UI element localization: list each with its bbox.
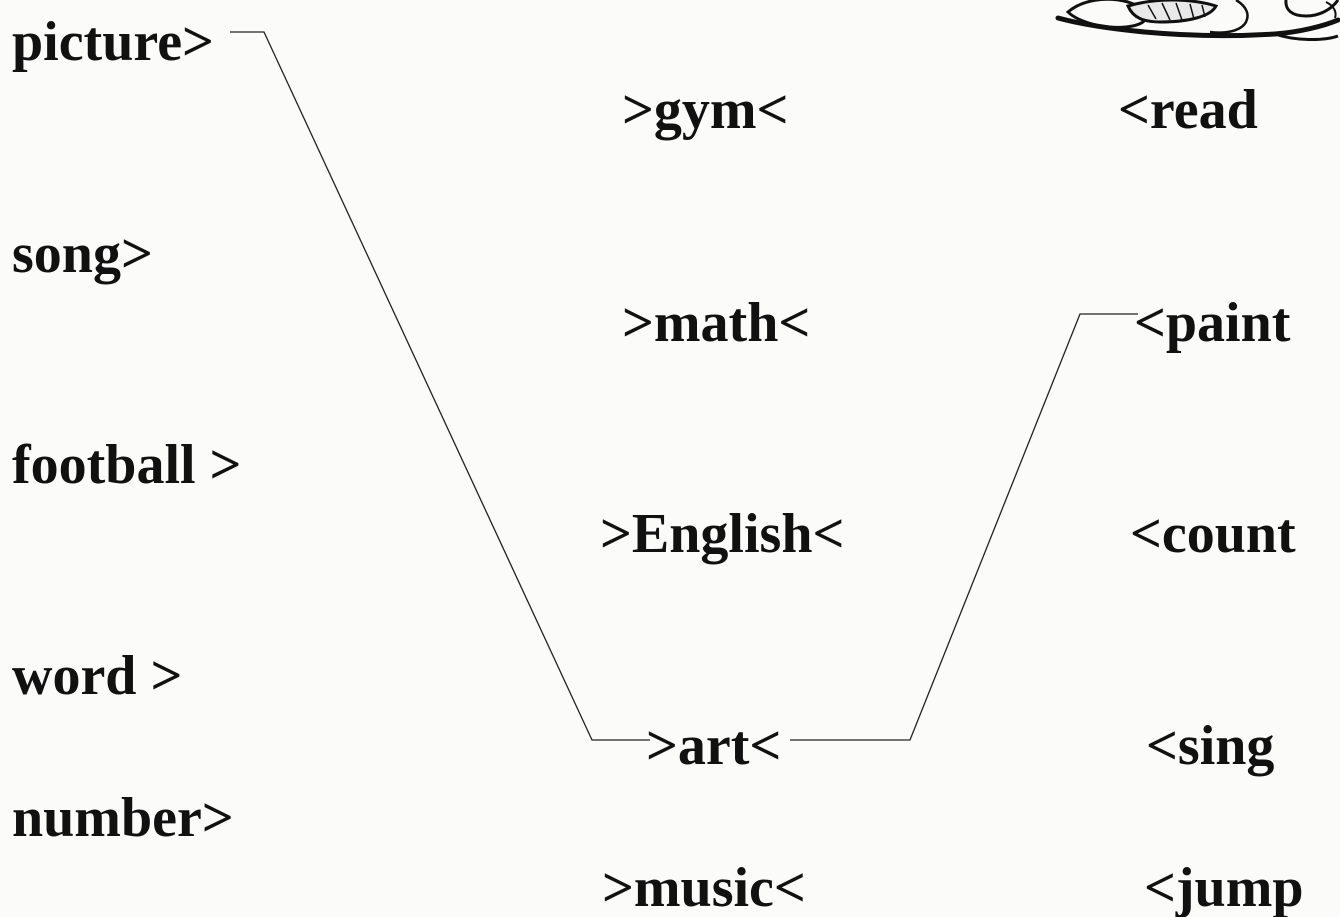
left-word-number[interactable]: number> [12,787,234,849]
left-word-song[interactable]: song> [12,223,153,285]
right-word-jump[interactable]: <jump [1144,857,1304,917]
middle-word-math[interactable]: >math< [622,292,811,354]
left-word-picture[interactable]: picture> [12,11,214,73]
middle-word-gym[interactable]: >gym< [622,79,789,141]
partial-cartoon-illustration-icon [1055,0,1340,42]
right-word-read[interactable]: <read [1118,79,1258,141]
right-word-count[interactable]: <count [1130,503,1296,565]
right-word-paint[interactable]: <paint [1134,292,1291,354]
right-word-sing[interactable]: <sing [1146,715,1275,777]
match-line-picture-art [230,31,650,741]
match-line-paint-art [790,313,1138,741]
middle-word-english[interactable]: >English< [600,503,845,565]
middle-word-music[interactable]: >music< [602,857,806,917]
left-word-football[interactable]: football > [12,434,242,496]
middle-word-art[interactable]: >art< [646,715,782,777]
left-word-word[interactable]: word > [12,645,183,707]
